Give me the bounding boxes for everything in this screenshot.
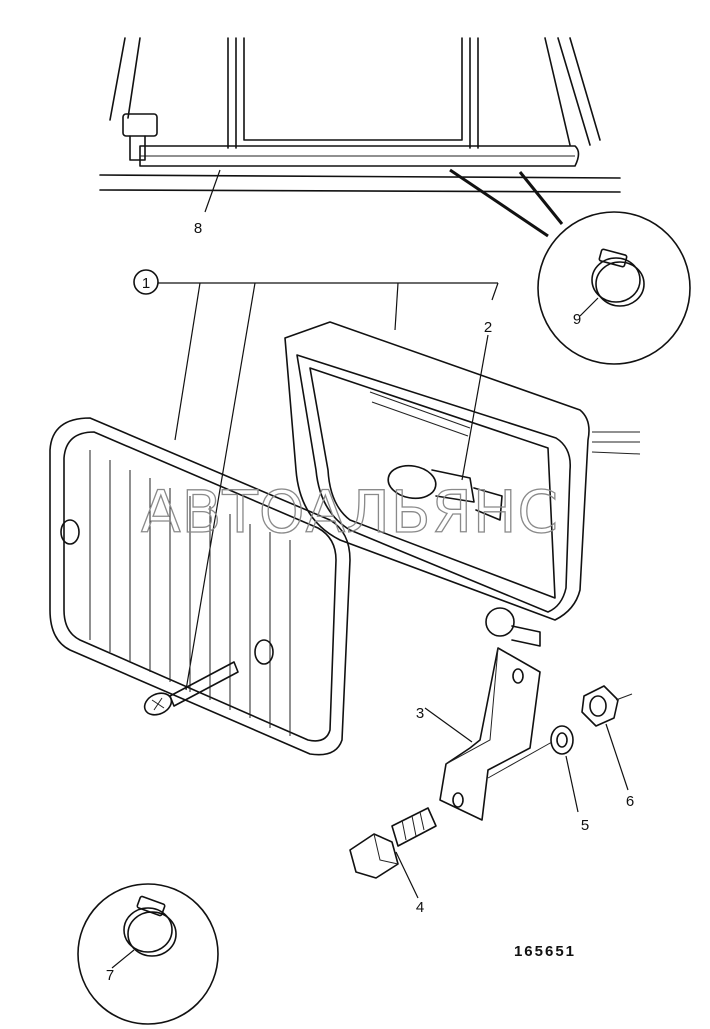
bracket-3 — [424, 647, 541, 821]
label-4: 4 — [416, 899, 424, 916]
label-8: 8 — [194, 220, 202, 237]
bolt-4 — [349, 807, 437, 899]
lamp-lens — [49, 417, 351, 756]
washer-5 — [487, 725, 579, 813]
nut-6 — [581, 685, 633, 791]
lamp-housing — [284, 321, 641, 647]
label-2: 2 — [484, 319, 492, 336]
label-1: 1 — [142, 275, 150, 292]
reference-number: 165651 — [514, 943, 576, 960]
item-1-circle — [133, 269, 159, 295]
label-9: 9 — [573, 311, 581, 328]
label-5: 5 — [581, 817, 589, 834]
watermark-text: АВТОАЛЬЯНС — [141, 478, 559, 546]
clamp-detail-9 — [537, 211, 691, 365]
cab-frame — [99, 37, 621, 238]
clamp-detail-7 — [77, 883, 219, 1025]
label-6: 6 — [626, 793, 634, 810]
label-7: 7 — [106, 967, 114, 984]
label-3: 3 — [416, 705, 424, 722]
